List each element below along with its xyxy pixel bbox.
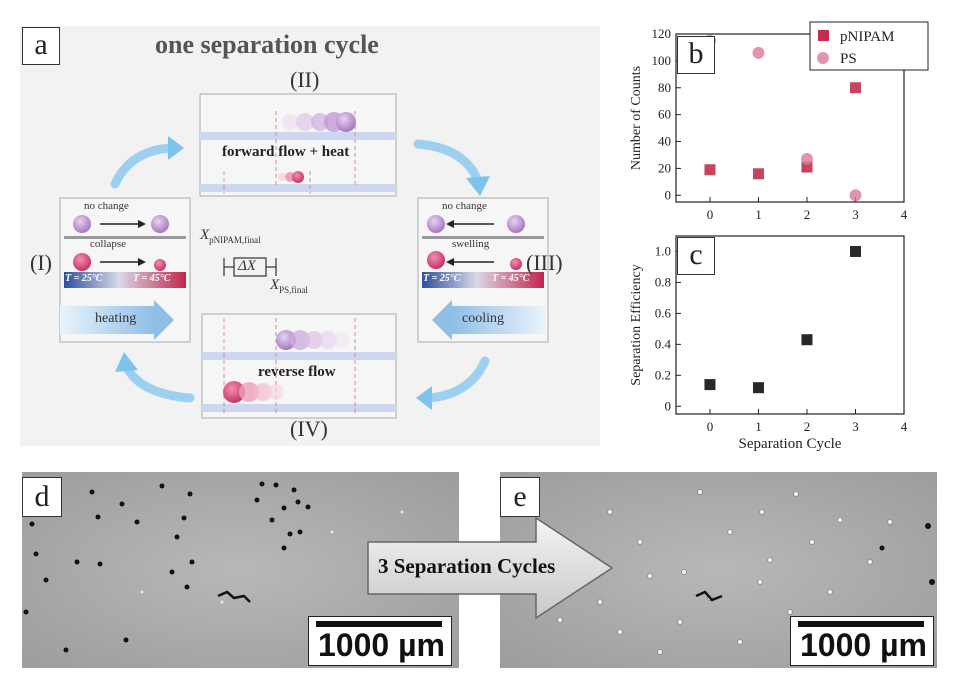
legend-marker xyxy=(818,30,829,41)
panel-label-d: d xyxy=(22,477,62,517)
plot-frame xyxy=(675,33,905,203)
panel-label-a: a xyxy=(22,27,60,65)
right-no-change-label: no change xyxy=(442,200,487,212)
x-tick-label: 0 xyxy=(707,207,714,222)
data-point xyxy=(849,82,861,94)
left-temp-hot: T = 45°C xyxy=(133,273,171,284)
stage-III-box xyxy=(417,197,549,343)
left-temp-cold: T = 25°C xyxy=(65,273,103,284)
scalebar-d-line xyxy=(316,621,442,627)
y-tick-label: 0 xyxy=(665,187,672,202)
data-point xyxy=(752,46,765,59)
data-point xyxy=(849,189,862,202)
y-tick-label: 120 xyxy=(652,26,672,41)
x-ps-final-label: XPS,final xyxy=(270,277,308,295)
cycle-arrow-bottom-right xyxy=(416,356,490,410)
plot-frame xyxy=(675,235,905,415)
x-tick-label: 3 xyxy=(852,419,859,434)
data-point xyxy=(752,168,764,180)
y-tick-label: 80 xyxy=(658,80,671,95)
stage-IV-label: (IV) xyxy=(290,416,328,441)
cycle-diagram xyxy=(59,93,549,419)
cooling-label: cooling xyxy=(462,311,504,326)
panel-label-e: e xyxy=(500,477,540,517)
y-tick-label: 1.0 xyxy=(655,243,671,258)
x-tick-label: 1 xyxy=(755,419,762,434)
y-tick-label: 60 xyxy=(658,107,671,122)
scalebar-e-label: 1000 µm xyxy=(800,627,927,663)
delta-x-bracket xyxy=(223,257,277,277)
data-point xyxy=(849,245,861,257)
separation-cycles-label: 3 Separation Cycles xyxy=(378,554,556,578)
forward-flow-label: forward flow + heat xyxy=(222,144,350,160)
x-tick-label: 2 xyxy=(804,419,811,434)
y-tick-label: 0.2 xyxy=(655,367,671,382)
data-point xyxy=(801,334,813,346)
x-axis-label: Separation Cycle xyxy=(739,436,842,452)
scalebar-d-label: 1000 µm xyxy=(318,627,445,663)
data-point xyxy=(752,382,764,394)
data-point xyxy=(704,379,716,391)
separation-cycles-arrow xyxy=(367,516,614,620)
x-tick-label: 3 xyxy=(852,207,859,222)
stage-III-label: (III) xyxy=(526,250,563,275)
y-tick-label: 0.8 xyxy=(655,274,671,289)
data-point xyxy=(704,164,716,176)
collapse-label: collapse xyxy=(90,238,127,250)
stage-II-label: (II) xyxy=(290,67,320,92)
left-no-change-label: no change xyxy=(84,200,129,212)
y-tick-label: 0 xyxy=(665,398,672,413)
reverse-flow-label: reverse flow xyxy=(258,364,336,380)
cycle-arrow-bottom-left xyxy=(115,352,195,403)
heating-label: heating xyxy=(95,311,137,326)
y-axis-label: Number of Counts xyxy=(629,66,644,170)
legend-label: PS xyxy=(840,51,857,67)
stage-II-box xyxy=(199,93,397,197)
x-tick-label: 4 xyxy=(901,419,908,434)
swelling-label: swelling xyxy=(452,238,490,250)
stage-I-box xyxy=(59,197,191,343)
panel-label-b: b xyxy=(677,36,715,74)
x-tick-label: 2 xyxy=(804,207,811,222)
stage-I-label: (I) xyxy=(30,250,52,275)
data-point xyxy=(801,161,813,173)
panel-label-c: c xyxy=(677,237,715,275)
y-axis-label: Separation Efficiency xyxy=(629,264,644,385)
y-tick-label: 40 xyxy=(658,134,671,149)
delta-x-label: ΔX xyxy=(238,258,256,274)
x-tick-label: 4 xyxy=(901,207,908,222)
stage-IV-box xyxy=(201,313,397,419)
cycle-arrow-top-left xyxy=(110,136,184,189)
y-tick-label: 0.6 xyxy=(655,305,672,320)
cycle-arrow-top-right xyxy=(413,139,490,196)
y-tick-label: 0.4 xyxy=(655,336,672,351)
scalebar-e-line xyxy=(798,621,924,627)
y-tick-label: 20 xyxy=(658,160,671,175)
legend-label: pNIPAM xyxy=(840,29,894,45)
right-temp-hot: T = 45°C xyxy=(492,273,530,284)
legend-marker xyxy=(817,52,829,64)
legend-box xyxy=(809,21,929,71)
diagram-title: one separation cycle xyxy=(155,30,379,59)
x-pnipam-final-label: XpNIPAM,final xyxy=(200,227,261,245)
x-tick-label: 0 xyxy=(707,419,714,434)
data-point xyxy=(800,152,813,165)
y-tick-label: 100 xyxy=(652,53,672,68)
right-temp-cold: T = 25°C xyxy=(423,273,461,284)
x-tick-label: 1 xyxy=(755,207,762,222)
